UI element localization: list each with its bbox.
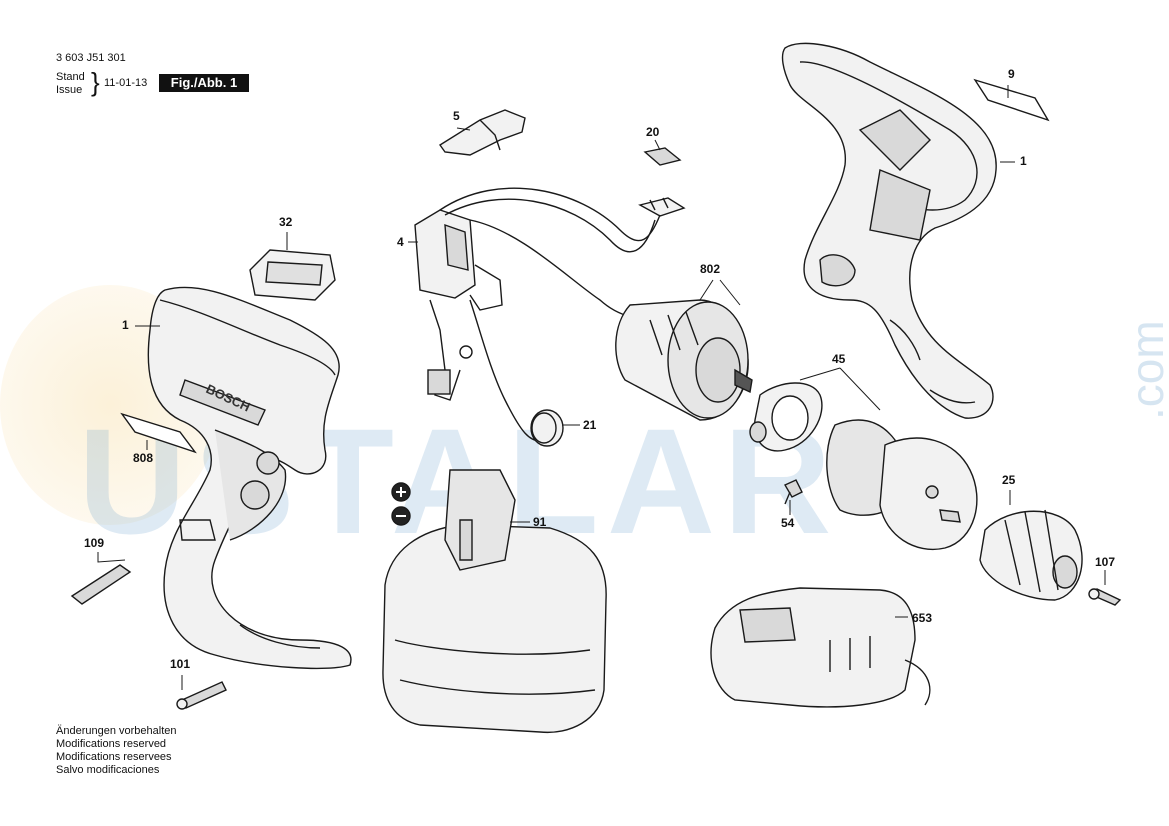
charger-653 [710, 587, 931, 708]
gear-ring-45 [749, 382, 823, 452]
stand-label: Stand [56, 71, 85, 83]
part-number-1-left: 1 [122, 318, 129, 332]
part-number-21: 21 [583, 418, 597, 432]
screw-54 [784, 479, 803, 505]
part-number-1-right: 1 [1020, 154, 1027, 168]
part-number-107: 107 [1095, 555, 1116, 569]
label-strip-9 [973, 78, 1050, 122]
gearbox-assembly [826, 419, 978, 551]
slide-switch-5 [438, 109, 526, 156]
label-strip-808 [120, 412, 197, 454]
issue-date: 11-01-13 [104, 77, 148, 89]
battery-pack-91 [382, 469, 607, 734]
part-number-802: 802 [700, 262, 721, 276]
brace-symbol: } [91, 67, 100, 97]
housing-shell-right [781, 42, 997, 419]
part-number-653: 653 [912, 611, 933, 625]
part-number-5: 5 [453, 109, 460, 123]
clip-20 [638, 147, 686, 217]
plus-sign-icon [396, 487, 406, 497]
part-number-20: 20 [646, 125, 660, 139]
part-number-45: 45 [832, 352, 846, 366]
part-number-25: 25 [1002, 473, 1016, 487]
note-fr: Modifications reservees [56, 751, 172, 763]
chuck-25 [979, 509, 1083, 601]
part-number-101: 101 [170, 657, 191, 671]
part-number-9: 9 [1008, 67, 1015, 81]
issue-label: Issue [56, 84, 83, 96]
magnet-21 [530, 409, 564, 447]
note-de: Änderungen vorbehalten [56, 725, 177, 737]
screwdriver-bit-109 [70, 564, 132, 605]
part-number-32: 32 [279, 215, 293, 229]
motor-802 [615, 299, 753, 421]
note-en: Modifications reserved [56, 738, 167, 750]
part-number-4: 4 [397, 235, 404, 249]
part-number-109: 109 [84, 536, 105, 550]
part-number-54: 54 [781, 516, 795, 530]
part-number-808: 808 [133, 451, 154, 465]
modification-notes: Änderungen vorbehalten Modifications res… [56, 725, 176, 777]
figure-label: Fig./Abb. 1 [159, 74, 249, 92]
screw-107 [1088, 588, 1122, 606]
part-number-91: 91 [533, 515, 547, 529]
note-es: Salvo modificaciones [56, 764, 160, 776]
document-id: 3 603 J51 301 [56, 52, 126, 64]
leader-lines [97, 85, 1106, 690]
cover-plate-32 [249, 249, 336, 301]
housing-shell-left: BOSCH [147, 286, 352, 670]
screw-101 [176, 681, 227, 710]
